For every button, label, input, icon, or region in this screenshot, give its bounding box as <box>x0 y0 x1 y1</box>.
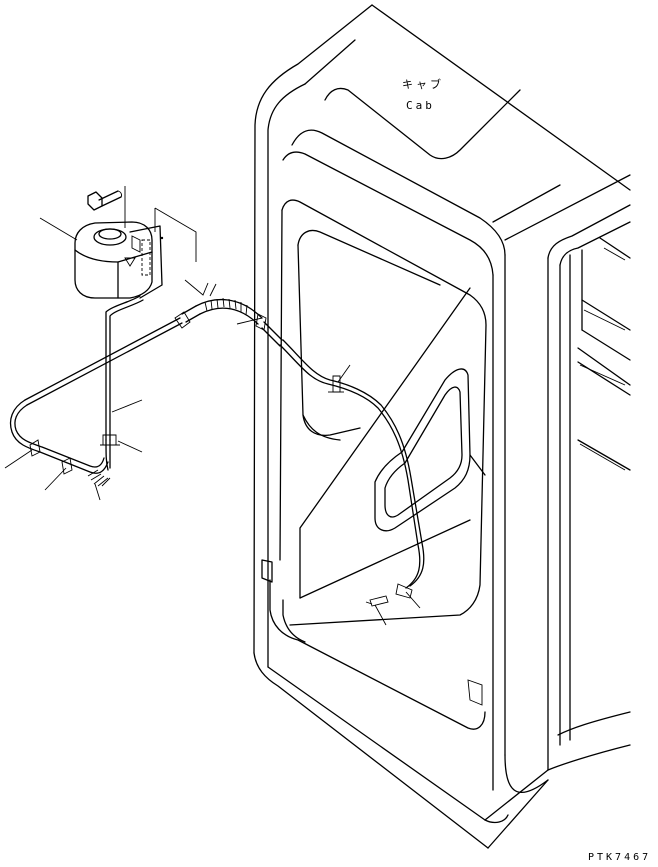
cab-label-english: Cab <box>406 99 435 112</box>
washer-hose-cab <box>279 339 425 607</box>
washer-tank <box>74 221 163 299</box>
mounting-bolt <box>87 190 122 211</box>
cab-label-japanese: キャブ <box>402 78 444 91</box>
reference-marks <box>124 186 197 262</box>
drawing-number: PTK7467 <box>588 852 652 863</box>
leader-lines <box>4 217 626 626</box>
washer-hose-external <box>9 295 283 487</box>
cab-body <box>253 4 631 849</box>
